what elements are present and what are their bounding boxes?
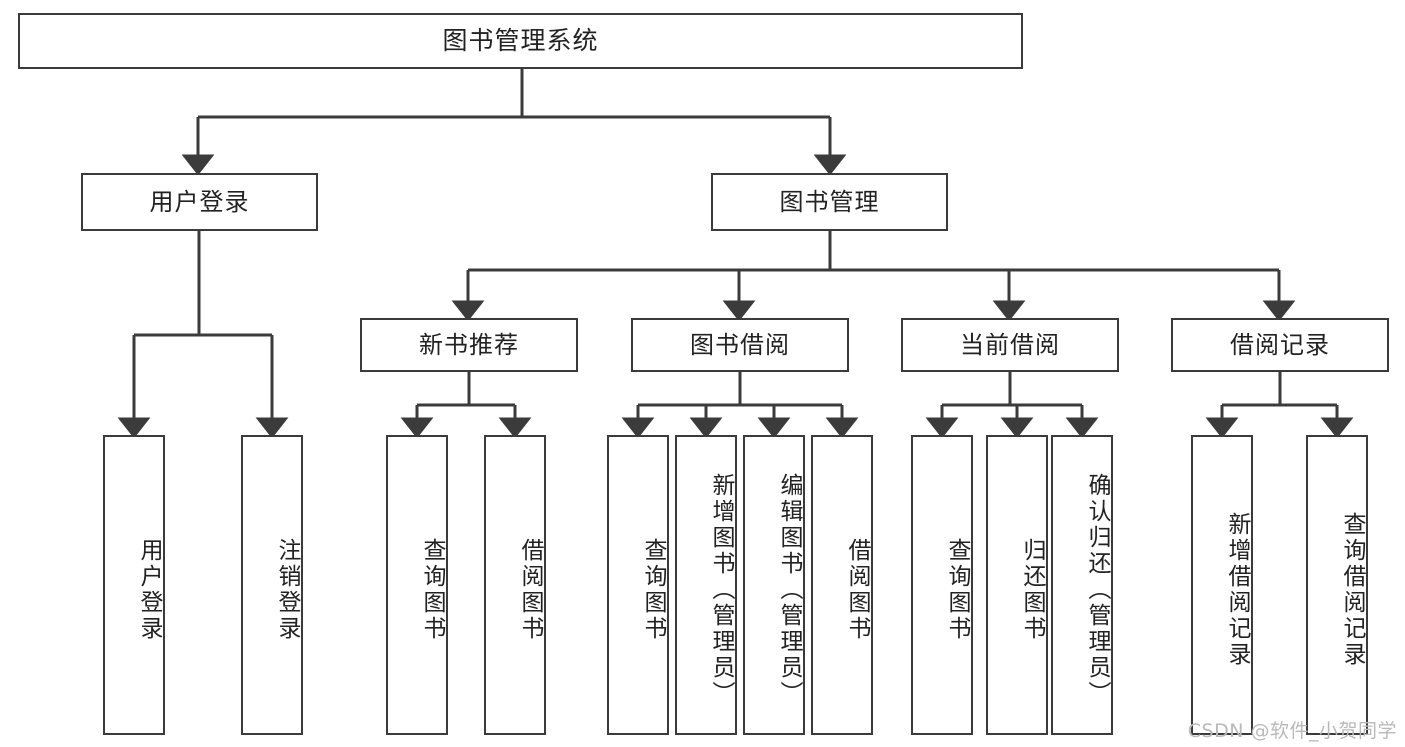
node-leaf-borrow-book-1[interactable]: 借阅图书 bbox=[484, 435, 546, 735]
node-leaf-label: 查询图书 bbox=[944, 538, 970, 642]
watermark-text: CSDN @软件_小贺同学 bbox=[1187, 720, 1397, 742]
node-leaf-query-book-3[interactable]: 查询图书 bbox=[911, 435, 973, 735]
node-leaf-label: 注销登录 bbox=[274, 538, 300, 642]
node-leaf-logout-login[interactable]: 注销登录 bbox=[241, 435, 303, 735]
node-label: 借阅记录 bbox=[1230, 330, 1330, 359]
node-leaf-label: 新增借阅记录 bbox=[1224, 512, 1250, 668]
node-leaf-label: 归还图书 bbox=[1019, 538, 1045, 642]
node-leaf-edit-book[interactable]: 编辑图书（管理员） bbox=[743, 435, 805, 735]
node-leaf-label: 查询图书 bbox=[640, 538, 666, 642]
node-leaf-query-borrow-rec[interactable]: 查询借阅记录 bbox=[1306, 435, 1368, 735]
node-leaf-add-book[interactable]: 新增图书（管理员） bbox=[675, 435, 737, 735]
node-label: 新书推荐 bbox=[419, 330, 519, 359]
node-label: 用户登录 bbox=[149, 187, 250, 216]
node-root-label: 图书管理系统 bbox=[442, 26, 599, 55]
node-leaf-label: 借阅图书 bbox=[844, 538, 870, 642]
node-leaf-query-book-2[interactable]: 查询图书 bbox=[607, 435, 669, 735]
node-leaf-user-login[interactable]: 用户登录 bbox=[103, 435, 165, 735]
node-label: 当前借阅 bbox=[960, 330, 1060, 359]
node-book-borrow[interactable]: 图书借阅 bbox=[631, 318, 849, 372]
node-leaf-add-borrow-rec[interactable]: 新增借阅记录 bbox=[1191, 435, 1253, 735]
node-new-book-recommend[interactable]: 新书推荐 bbox=[360, 318, 578, 372]
node-leaf-confirm-return[interactable]: 确认归还（管理员） bbox=[1051, 435, 1113, 735]
node-label: 图书借阅 bbox=[690, 330, 790, 359]
node-leaf-label: 新增图书（管理员） bbox=[708, 473, 734, 707]
node-leaf-label: 确认归还（管理员） bbox=[1084, 473, 1110, 707]
node-user-login[interactable]: 用户登录 bbox=[81, 173, 318, 231]
node-leaf-return-book[interactable]: 归还图书 bbox=[986, 435, 1048, 735]
node-borrow-record[interactable]: 借阅记录 bbox=[1171, 318, 1389, 372]
node-leaf-label: 借阅图书 bbox=[517, 538, 543, 642]
node-leaf-label: 用户登录 bbox=[136, 538, 162, 642]
node-leaf-borrow-book-2[interactable]: 借阅图书 bbox=[811, 435, 873, 735]
node-current-borrow[interactable]: 当前借阅 bbox=[901, 318, 1119, 372]
node-leaf-query-book-1[interactable]: 查询图书 bbox=[386, 435, 448, 735]
node-leaf-label: 查询图书 bbox=[419, 538, 445, 642]
node-leaf-label: 查询借阅记录 bbox=[1339, 512, 1365, 668]
node-label: 图书管理 bbox=[779, 187, 880, 216]
node-book-manage[interactable]: 图书管理 bbox=[711, 173, 948, 231]
node-leaf-label: 编辑图书（管理员） bbox=[776, 473, 802, 707]
node-root-system[interactable]: 图书管理系统 bbox=[18, 13, 1023, 69]
